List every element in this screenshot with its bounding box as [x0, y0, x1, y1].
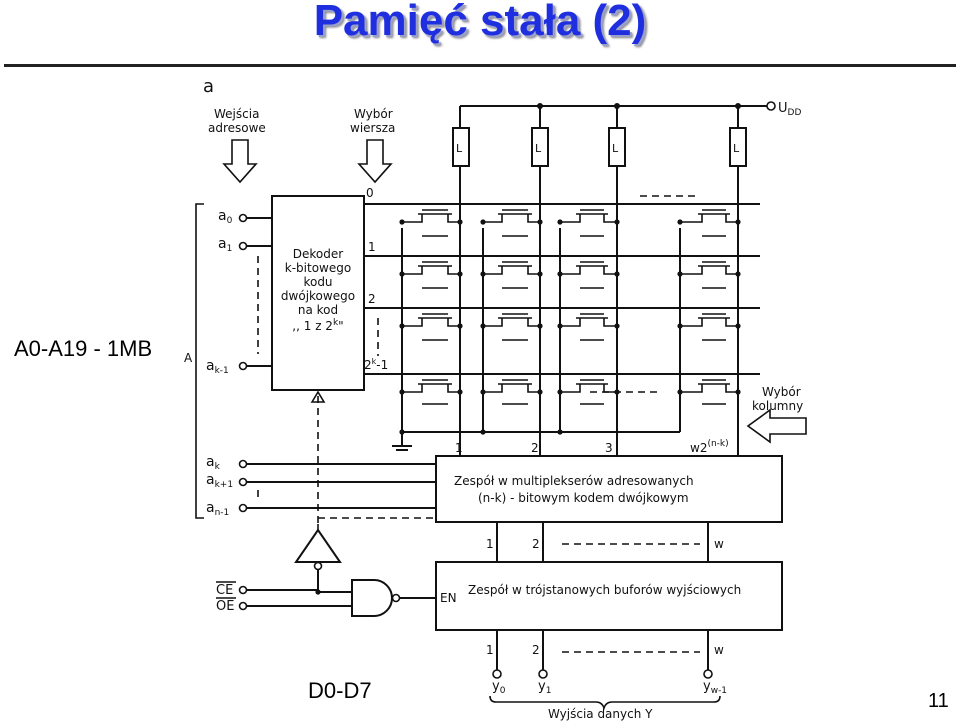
svg-text:Dekoder: Dekoder — [293, 247, 343, 261]
svg-text:1: 1 — [368, 240, 376, 254]
row-select-label: Wybór — [354, 107, 393, 121]
addr-ak-label: ak — [206, 454, 221, 472]
svg-text:L: L — [733, 142, 740, 155]
svg-text:2k-1: 2k-1 — [364, 357, 388, 372]
addr-ak+1-label: ak+1 — [206, 472, 233, 490]
svg-text:(n-k) - bitowym kodem dwójko: (n-k) - bitowym kodem dwójkowym — [478, 491, 689, 505]
addr-an-1-label: an-1 — [206, 500, 229, 518]
addr-ak-1-label: ak-1 — [206, 358, 229, 376]
svg-text:Zespół w multiplekserów adr: Zespół w multiplekserów adresowanych — [454, 474, 694, 488]
addr-a1-label: a1 — [218, 236, 232, 254]
oe-label: OE — [216, 599, 234, 614]
svg-text:1: 1 — [486, 643, 494, 657]
svg-text:2: 2 — [368, 292, 376, 306]
svg-text:kodu: kodu — [303, 275, 332, 289]
addr-a0-label: a0 — [218, 208, 233, 226]
page-number: 11 — [928, 690, 949, 712]
output-buffers — [435, 561, 783, 631]
svg-text:w: w — [714, 537, 724, 551]
svg-text:3: 3 — [605, 441, 613, 455]
address-inputs-label-2: adresowe — [208, 121, 266, 135]
en-label: EN — [440, 591, 457, 605]
address-group-label: A — [184, 351, 193, 365]
row-select-arrow-icon — [357, 139, 393, 184]
enable-buffer — [294, 528, 342, 563]
and-gate — [351, 579, 393, 617]
row-select-label-2: wiersza — [350, 121, 395, 135]
svg-text:2: 2 — [531, 441, 539, 455]
svg-text:2: 2 — [532, 537, 540, 551]
svg-text:w2(n-k): w2(n-k) — [690, 439, 729, 455]
row-decoder — [271, 195, 365, 391]
column-select-label: Wybór — [762, 385, 801, 399]
output-y1-label: y1 — [538, 679, 551, 696]
output-yw-1-label: yw-1 — [703, 679, 727, 696]
slide-title: Pamięć stała (2) — [313, 0, 647, 45]
svg-text:L: L — [612, 142, 619, 155]
decoder-label: Dekoder k-bitowego kodu dwójkowego na ko… — [281, 247, 355, 333]
data-bus-label: D0-D7 — [308, 678, 372, 703]
svg-text:0: 0 — [366, 186, 374, 200]
svg-text:2: 2 — [532, 643, 540, 657]
svg-text:1: 1 — [486, 537, 494, 551]
svg-text:,, 1 z 2k": ,, 1 z 2k" — [292, 318, 343, 333]
supply-label: UDD — [778, 101, 801, 118]
svg-text:L: L — [535, 142, 542, 155]
column-select-label-2: kolumny — [752, 399, 803, 413]
svg-text:1: 1 — [455, 441, 463, 455]
panel-letter: a — [203, 76, 214, 97]
title-divider — [4, 64, 956, 67]
column-multiplexer — [435, 455, 783, 523]
output-y0-label: y0 — [492, 679, 506, 696]
address-range-label: A0-A19 - 1MB — [14, 336, 153, 361]
column-select-arrow-icon — [746, 408, 807, 444]
address-inputs-arrow-icon — [222, 139, 258, 184]
outputs-label: Wyjścia danych Y — [548, 707, 653, 721]
svg-text:dwójkowego: dwójkowego — [281, 289, 355, 303]
memory-cell-matrix — [402, 209, 738, 405]
ce-label: CE — [216, 583, 233, 598]
svg-text:Zespół w trójstanowych bufo: Zespół w trójstanowych buforów wyjściowy… — [468, 583, 741, 597]
address-inputs-label: Wejścia — [214, 107, 259, 121]
svg-text:L: L — [456, 142, 463, 155]
svg-text:na kod: na kod — [298, 303, 338, 317]
outputs-brace — [489, 695, 721, 711]
supply-terminal — [766, 101, 776, 111]
svg-text:k-bitowego: k-bitowego — [285, 261, 351, 275]
svg-text:w: w — [714, 643, 724, 657]
